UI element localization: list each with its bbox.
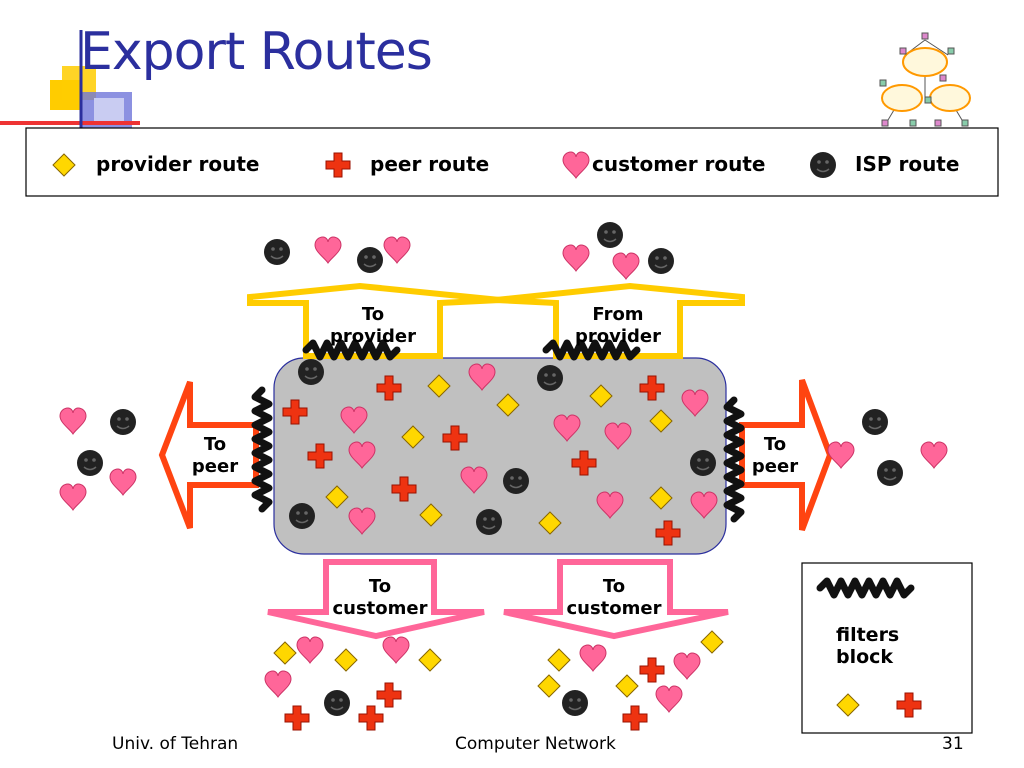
smiley-icon: [288, 502, 316, 530]
diamond-icon: [547, 648, 571, 672]
smiley-icon: [475, 508, 503, 536]
from-provider-label: From provider: [574, 304, 661, 347]
diamond-icon: [273, 641, 297, 665]
to-provider-label: To provider: [329, 304, 416, 347]
to-peer-right-label: To peer: [751, 434, 799, 477]
smiley-icon: [356, 246, 384, 274]
heart-icon: [562, 244, 590, 272]
to-provider-arrow: [247, 282, 501, 359]
from-provider-arrow: [495, 282, 745, 359]
smiley-icon: [536, 364, 564, 392]
smiley-icon: [323, 689, 351, 717]
footer-center: Computer Network: [455, 734, 616, 754]
heart-icon: [264, 670, 292, 698]
heart-icon: [109, 468, 137, 496]
smiley-icon: [109, 408, 137, 436]
smiley-icon: [561, 689, 589, 717]
cross-icon: [622, 705, 648, 731]
heart-icon: [382, 636, 410, 664]
to-peer-left-arrow: [158, 380, 259, 530]
diamond-icon: [334, 648, 358, 672]
smiley-icon: [861, 408, 889, 436]
heart-icon: [59, 483, 87, 511]
smiley-icon: [647, 247, 675, 275]
slide-title: Export Routes: [80, 22, 433, 82]
heart-icon: [59, 407, 87, 435]
to-customer-left-label: To customer: [332, 576, 428, 619]
smiley-icon: [689, 449, 717, 477]
smiley-icon: [297, 358, 325, 386]
heart-icon: [383, 236, 411, 264]
cross-icon: [376, 682, 402, 708]
legend-box: [25, 127, 999, 197]
smiley-icon: [596, 221, 624, 249]
to-peer-left-label: To peer: [191, 434, 239, 477]
legend-provider-label: provider route: [96, 152, 260, 176]
heart-icon: [827, 441, 855, 469]
legend-customer-label: customer route: [592, 152, 766, 176]
heart-icon: [314, 236, 342, 264]
smiley-icon: [263, 238, 291, 266]
heart-icon: [579, 644, 607, 672]
smiley-icon: [876, 459, 904, 487]
legend-isp-label: ISP route: [855, 152, 960, 176]
to-customer-right-arrow: [503, 559, 729, 640]
heart-icon: [920, 441, 948, 469]
cross-icon: [284, 705, 310, 731]
legend-peer-label: peer route: [370, 152, 490, 176]
diamond-icon: [537, 674, 561, 698]
to-customer-left-arrow: [267, 559, 485, 640]
cross-icon: [358, 705, 384, 731]
filter-squiggle-icon: [255, 390, 269, 509]
footer-left: Univ. of Tehran: [112, 734, 239, 754]
heart-icon: [612, 252, 640, 280]
heart-icon: [655, 685, 683, 713]
diamond-icon: [418, 648, 442, 672]
network-clouds-icon: [879, 32, 971, 127]
footer-page-number: 31: [942, 734, 964, 754]
heart-icon: [673, 652, 701, 680]
filter-squiggle-icon: [727, 400, 741, 519]
to-peer-right-arrow: [739, 378, 834, 532]
smiley-icon: [809, 151, 837, 179]
filters-block-label: filters block: [836, 624, 900, 668]
smiley-icon: [76, 449, 104, 477]
diamond-icon: [700, 630, 724, 654]
title-decoration: [0, 30, 140, 135]
cross-icon: [639, 657, 665, 683]
to-customer-right-label: To customer: [566, 576, 662, 619]
heart-icon: [296, 636, 324, 664]
diamond-icon: [615, 674, 639, 698]
smiley-icon: [502, 467, 530, 495]
